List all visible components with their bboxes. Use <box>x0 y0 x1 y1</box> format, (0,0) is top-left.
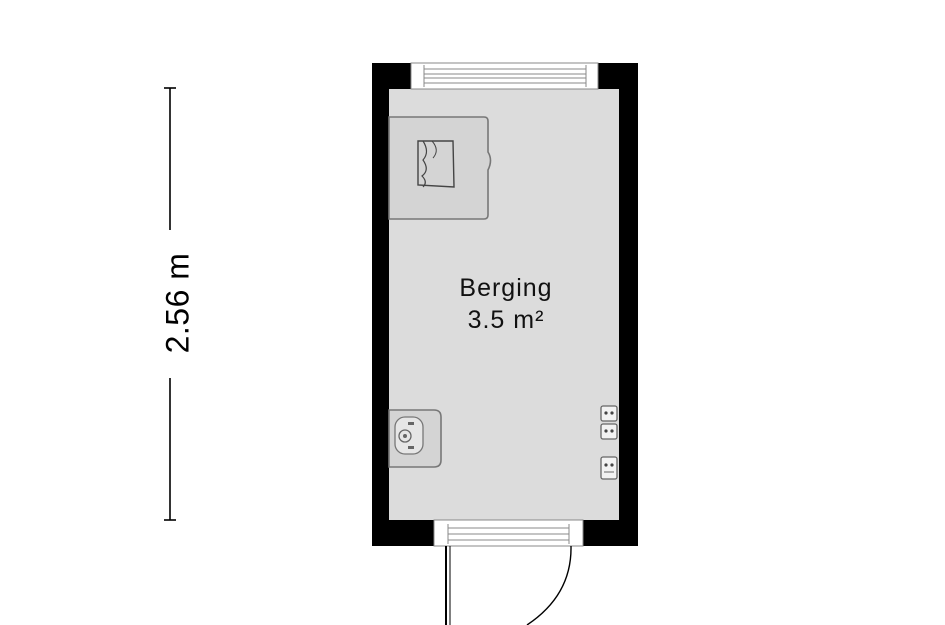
washing-machine-icon <box>388 116 492 220</box>
top-window <box>410 62 599 90</box>
room-name: Berging <box>459 274 553 302</box>
dimension-line <box>164 87 176 521</box>
dimension-label: 2.56 m <box>159 252 196 354</box>
room-label: Berging 3.5 m² <box>406 272 606 336</box>
door <box>433 519 584 625</box>
room-area: 3.5 m² <box>467 306 545 334</box>
electrical-outlet-icon <box>600 405 618 480</box>
sink-icon <box>388 409 442 468</box>
